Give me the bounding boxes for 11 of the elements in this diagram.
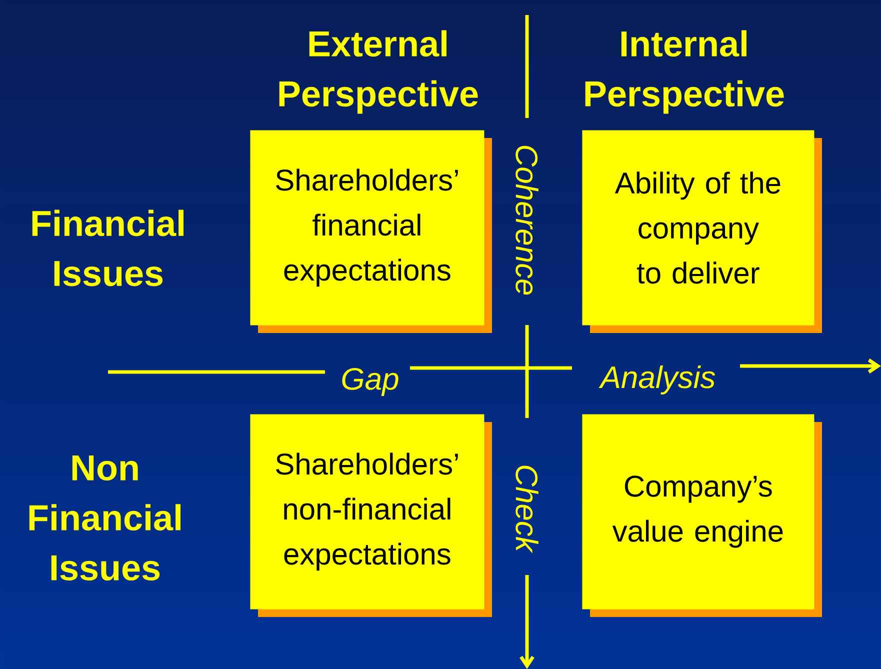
text-box: Ability of the company to deliver	[582, 130, 822, 333]
axis-label: Check	[516, 466, 538, 554]
axis-label: Coherence	[516, 146, 538, 295]
axis-label: Gap	[342, 368, 398, 396]
axis-label: Analysis	[598, 366, 716, 394]
text-box: Company’s value engine	[582, 414, 822, 617]
heading: Financial Issues	[32, 210, 184, 286]
text-box: Shareholders’ non-financial expectations	[250, 414, 492, 617]
heading: Non Financial Issues	[29, 455, 180, 581]
heading: Internal Perspective	[585, 30, 784, 114]
text-box: Shareholders’ financial expectations	[250, 130, 492, 333]
